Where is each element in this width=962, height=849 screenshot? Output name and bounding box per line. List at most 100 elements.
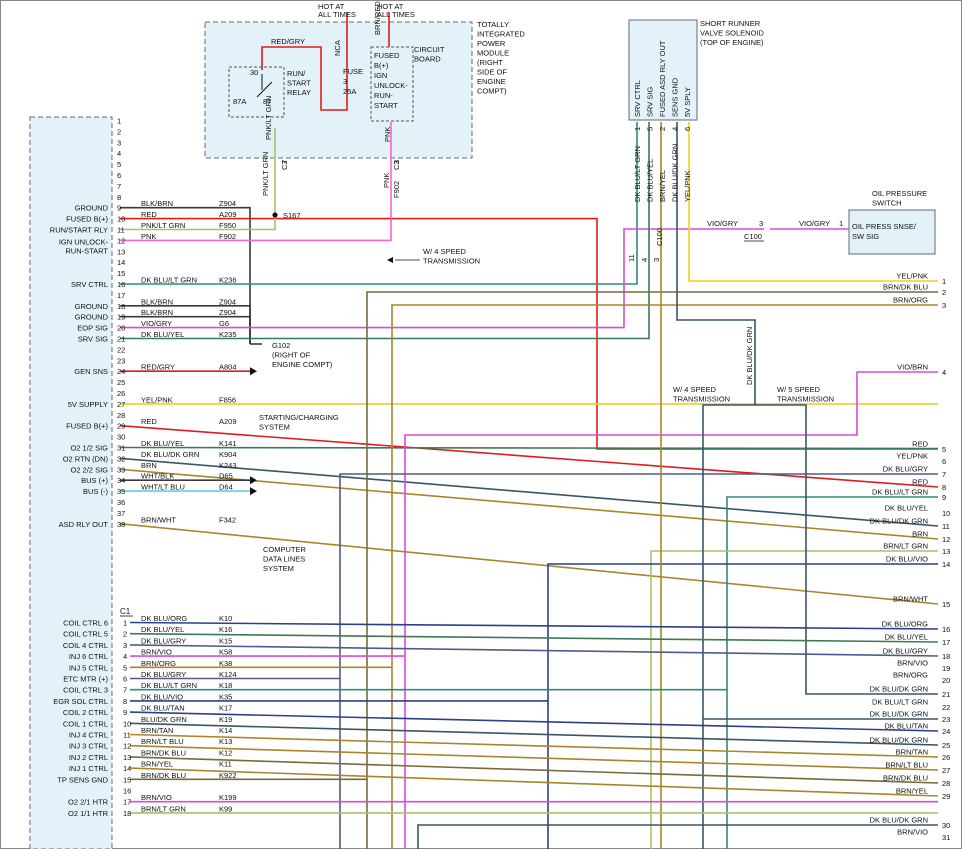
pcm-pin-number: 31 (117, 444, 125, 453)
circuit-code-label: K235 (219, 330, 237, 339)
ops-title: OIL PRESSURE (872, 189, 927, 198)
circuit-code-label: K13 (219, 737, 232, 746)
pcm-pin-number: 17 (117, 291, 125, 300)
tipm-red-gry-wire (261, 12, 348, 111)
pcm-pin-label: RUN-START (65, 246, 108, 255)
ops-title: SWITCH (872, 199, 902, 208)
hot-at-all-times-label: HOT AT (318, 2, 345, 11)
circuit-code-label: Z904 (219, 308, 236, 317)
circuit-code-label: K12 (219, 748, 232, 757)
pcm-pin-label: FUSED B(+) (66, 422, 108, 431)
wire-color-label: BRN/LT BLU (141, 737, 184, 746)
relay-pin-label: 87 (263, 97, 271, 106)
tipm-title: POWER (477, 39, 506, 48)
system-arrow-icon (250, 367, 257, 376)
fused-bplus-wire-pin10 (120, 217, 938, 450)
right-wire-number: 12 (942, 535, 950, 544)
connector-c1-label: C1 (120, 607, 131, 616)
pcm-pin-label: FUSED B(+) (66, 215, 108, 224)
pcm-pin-number: 15 (117, 269, 125, 278)
wire-color-label: WHT/LT BLU (141, 483, 185, 492)
dkblu-vio-wire-14 (547, 563, 938, 849)
connector-c100-label: C100 (744, 232, 762, 241)
pcm-pin-label: GROUND (75, 313, 109, 322)
connector-pin: 7 (280, 160, 289, 164)
right-wire-number: 26 (942, 753, 950, 762)
pcm-pin-label: ETC MTR (+) (63, 675, 108, 684)
pcm-pin-number: 22 (117, 345, 125, 354)
wire-color-label: DK BLU/GRY (141, 636, 186, 645)
wire-color-label: RED (141, 210, 157, 219)
right-wire-label: BRN/LT BLU (885, 761, 928, 770)
wire-color-label: DK BLU/YEL (141, 439, 184, 448)
right-wire-number: 1 (942, 277, 946, 286)
circuit-code-label: K18 (219, 681, 232, 690)
right-wire-number: 3 (942, 301, 946, 310)
right-wire-number: 5 (942, 445, 946, 454)
pcm-pin-label: BUS (+) (81, 476, 108, 485)
pcm-pin-label: GROUND (75, 204, 109, 213)
pcm-pin-label: INJ 6 CTRL (69, 652, 108, 661)
hot-at-all-times-label: ALL TIMES (377, 10, 415, 19)
pcm-pin-number: 23 (117, 356, 125, 365)
relay-label: RELAY (287, 88, 311, 97)
pcm-pin-number: 15 (123, 775, 131, 784)
circuit-code-label: A209 (219, 210, 237, 219)
pcm-pin-number: 7 (117, 182, 121, 191)
pcm-pin-number: 4 (117, 149, 121, 158)
right-wire-label: DK BLU/LT GRN (872, 488, 928, 497)
c1-pin-wire (129, 733, 939, 758)
o2-22-sig-wire (119, 468, 939, 540)
pcm-pin-number: 33 (117, 465, 125, 474)
computer-data-lines-label: SYSTEM (263, 564, 294, 573)
right-wire-label: BRN/DK BLU (883, 774, 928, 783)
transmission-note: TRANSMISSION (777, 395, 834, 404)
dkblu-gry-wire-7 (339, 473, 938, 849)
right-wire-number: 6 (942, 457, 946, 466)
transmission-note: TRANSMISSION (673, 395, 730, 404)
srv-pin-label: 5V SPLY (683, 87, 692, 117)
wire-color-label: RED/GRY (271, 37, 305, 46)
yel-pnk-wire-1 (688, 122, 938, 282)
pcm-pin-number: 13 (117, 247, 125, 256)
wire-color-label: BRN/TAN (141, 726, 173, 735)
o2-rtn-wire (119, 457, 939, 527)
srv-pin-label: FUSED ASD RLY OUT (658, 40, 667, 117)
right-wire-label: DK BLU/YEL (885, 633, 928, 642)
wire-color-label: BRN/LT GRN (141, 804, 186, 813)
wire-color-label: BLK/BRN (141, 297, 173, 306)
wire-color-label: RED (141, 417, 157, 426)
fuse-number: 3 (343, 77, 347, 86)
circuit-code-label: Z904 (219, 297, 236, 306)
pcm-pin-label: O2 2/1 HTR (68, 798, 109, 807)
connector-c100-label: C100 (655, 228, 664, 246)
srv-title: (TOP OF ENGINE) (700, 38, 764, 47)
ign-unlock-wire (120, 122, 392, 242)
system-arrow-icon (250, 476, 257, 485)
ops-box (848, 209, 936, 255)
wire-color-label: PNK/LT GRN (261, 152, 270, 196)
right-wire-label: BRN/YEL (896, 787, 928, 796)
pcm-pin-number: 10 (123, 719, 131, 728)
pcm-pin-number: 25 (117, 378, 125, 387)
circuit-code-label: K19 (219, 715, 232, 724)
circuit-code-label: K15 (219, 636, 232, 645)
wire-color-label: BRN (141, 461, 157, 470)
right-wire-number: 4 (942, 368, 946, 377)
pcm-pin-label: COIL CTRL 6 (63, 619, 108, 628)
wire-color-label: BRN/YEL (141, 760, 173, 769)
circuit-code-label: F342 (219, 515, 236, 524)
pcm-pin-number: 2 (117, 127, 121, 136)
srv-box (628, 19, 698, 121)
tipm-title: TOTALLY (477, 20, 509, 29)
right-wire-label: DK BLU/GRY (883, 465, 928, 474)
transmission-note: W/ 4 SPEED (673, 385, 717, 394)
right-wire-label: DK BLU/DK GRN (870, 517, 928, 526)
fuse-amperage: 25A (343, 87, 356, 96)
wire-color-label: YEL/PNK (141, 395, 173, 404)
right-wire-number: 27 (942, 766, 950, 775)
c100-pin: 3 (759, 219, 763, 228)
right-wire-number: 29 (942, 792, 950, 801)
pcm-pin-label: EGR SOL CTRL (53, 697, 108, 706)
